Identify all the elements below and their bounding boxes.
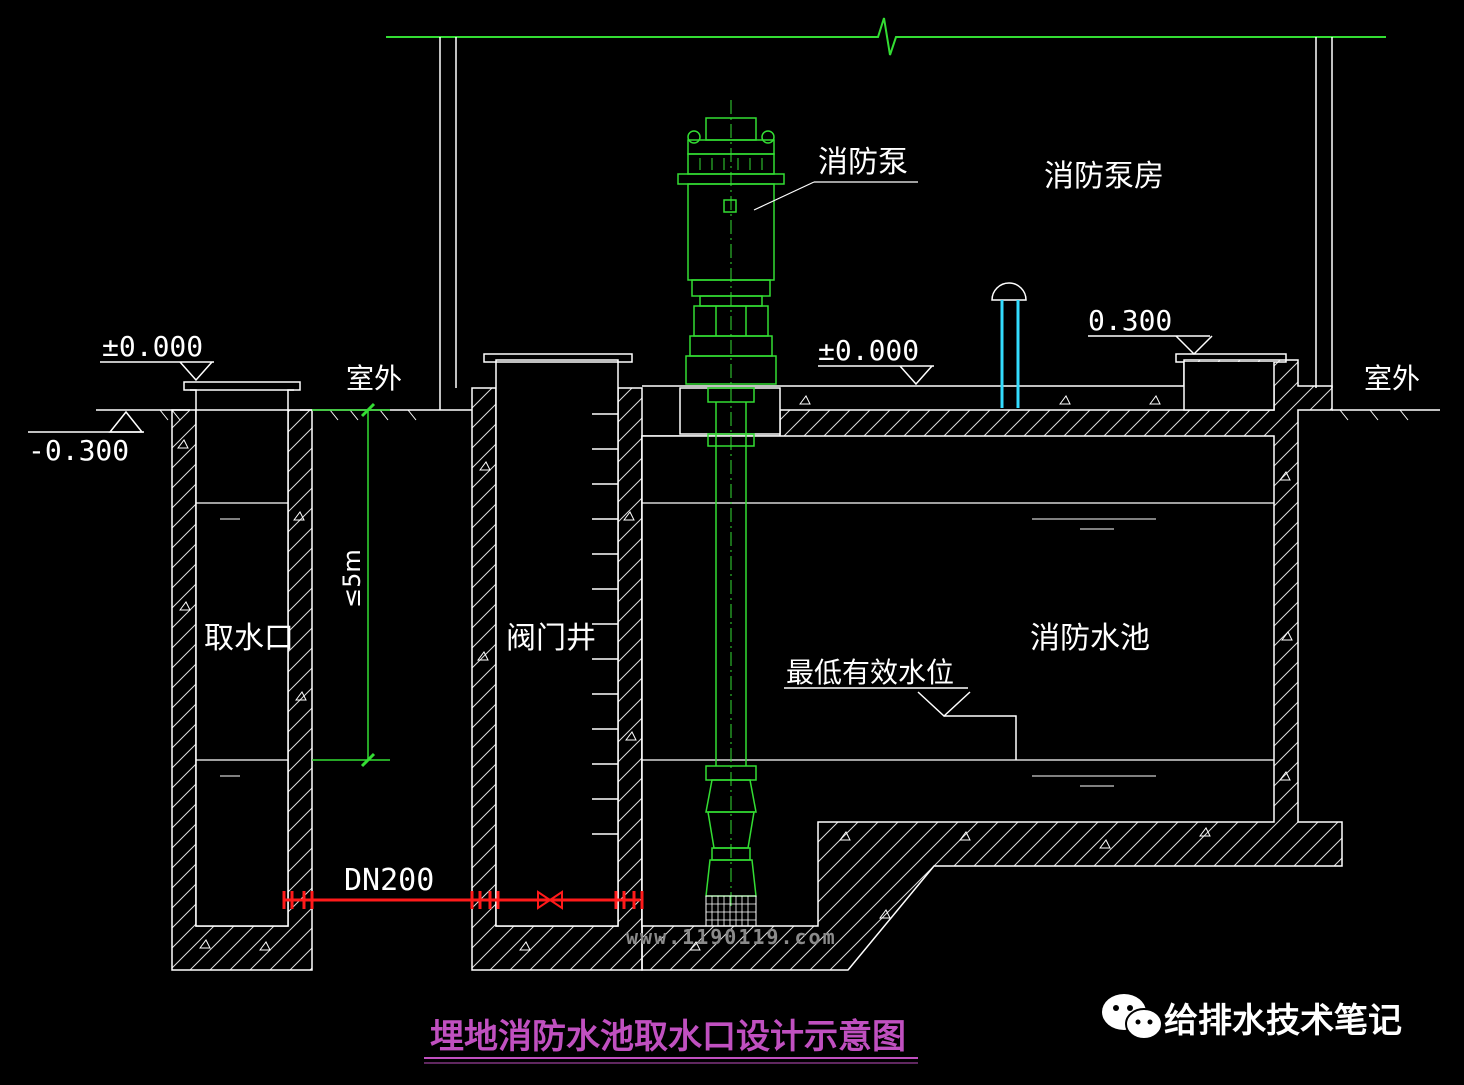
ladder-rungs	[592, 413, 618, 835]
pump-room-frame	[386, 17, 1386, 410]
elevation-right-top: 0.300	[1088, 304, 1172, 337]
elevation-left-ground: -0.300	[28, 434, 129, 467]
elevation-markers	[28, 335, 1213, 760]
vent-pipe	[991, 282, 1027, 408]
intake-label: 取水口	[204, 621, 294, 656]
depth-limit-label: ≤5m	[338, 549, 366, 608]
elevation-left-zero: ±0.000	[102, 330, 203, 363]
valve-well-label: 阀门井	[506, 621, 596, 656]
brand-name: 给排水技术笔记	[1164, 1001, 1402, 1041]
wechat-icon	[1102, 994, 1163, 1040]
pump-leader	[753, 181, 918, 211]
concrete-aggregate	[177, 395, 1293, 951]
valve-well	[471, 353, 643, 971]
intake-well	[171, 381, 313, 971]
pump-room-label: 消防泵房	[1044, 159, 1164, 194]
fire-pool-label: 消防水池	[1030, 621, 1150, 656]
elevation-middle-zero: ±0.000	[818, 334, 919, 367]
pipe-label: DN200	[344, 863, 434, 898]
pump-label: 消防泵	[818, 145, 908, 180]
depth-dimension	[312, 402, 390, 768]
drawing-title: 埋地消防水池取水口设计示意图	[430, 1017, 906, 1057]
outdoor-right-label: 室外	[1364, 362, 1420, 395]
fire-pump	[677, 100, 785, 927]
min-water-level-label: 最低有效水位	[786, 656, 954, 689]
fire-pool	[641, 353, 1343, 971]
watermark: www.1190119.com	[626, 925, 837, 949]
outdoor-left-label: 室外	[346, 362, 402, 395]
dn200-pipe	[282, 890, 644, 910]
